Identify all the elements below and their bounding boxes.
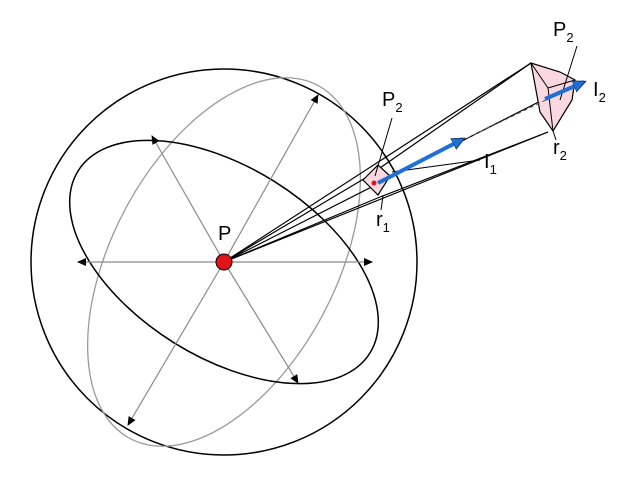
label-center-p: P (218, 223, 231, 245)
sphere-outline (30, 68, 418, 456)
label-i1: I1 (484, 151, 497, 177)
label-p2-near: P2 (382, 89, 403, 115)
center-point (215, 253, 233, 271)
label-r2: r2 (553, 137, 567, 163)
frustum-edges (366, 62, 549, 198)
far-patch-inner-edge-2 (547, 79, 576, 89)
equator-ellipse (68, 139, 380, 385)
far-patch-inner-edge (530, 62, 549, 89)
intensity-arrow-2 (544, 80, 584, 101)
label-p2-far: P2 (553, 19, 574, 45)
label-r1: r1 (376, 209, 390, 235)
ray-cone (223, 62, 577, 263)
label-i2: I2 (593, 79, 606, 105)
near-patch-dot (371, 180, 377, 186)
gray-meridian-ellipse (86, 77, 362, 447)
radial-arrows (77, 94, 373, 426)
intensity-arrow-1 (377, 137, 463, 185)
